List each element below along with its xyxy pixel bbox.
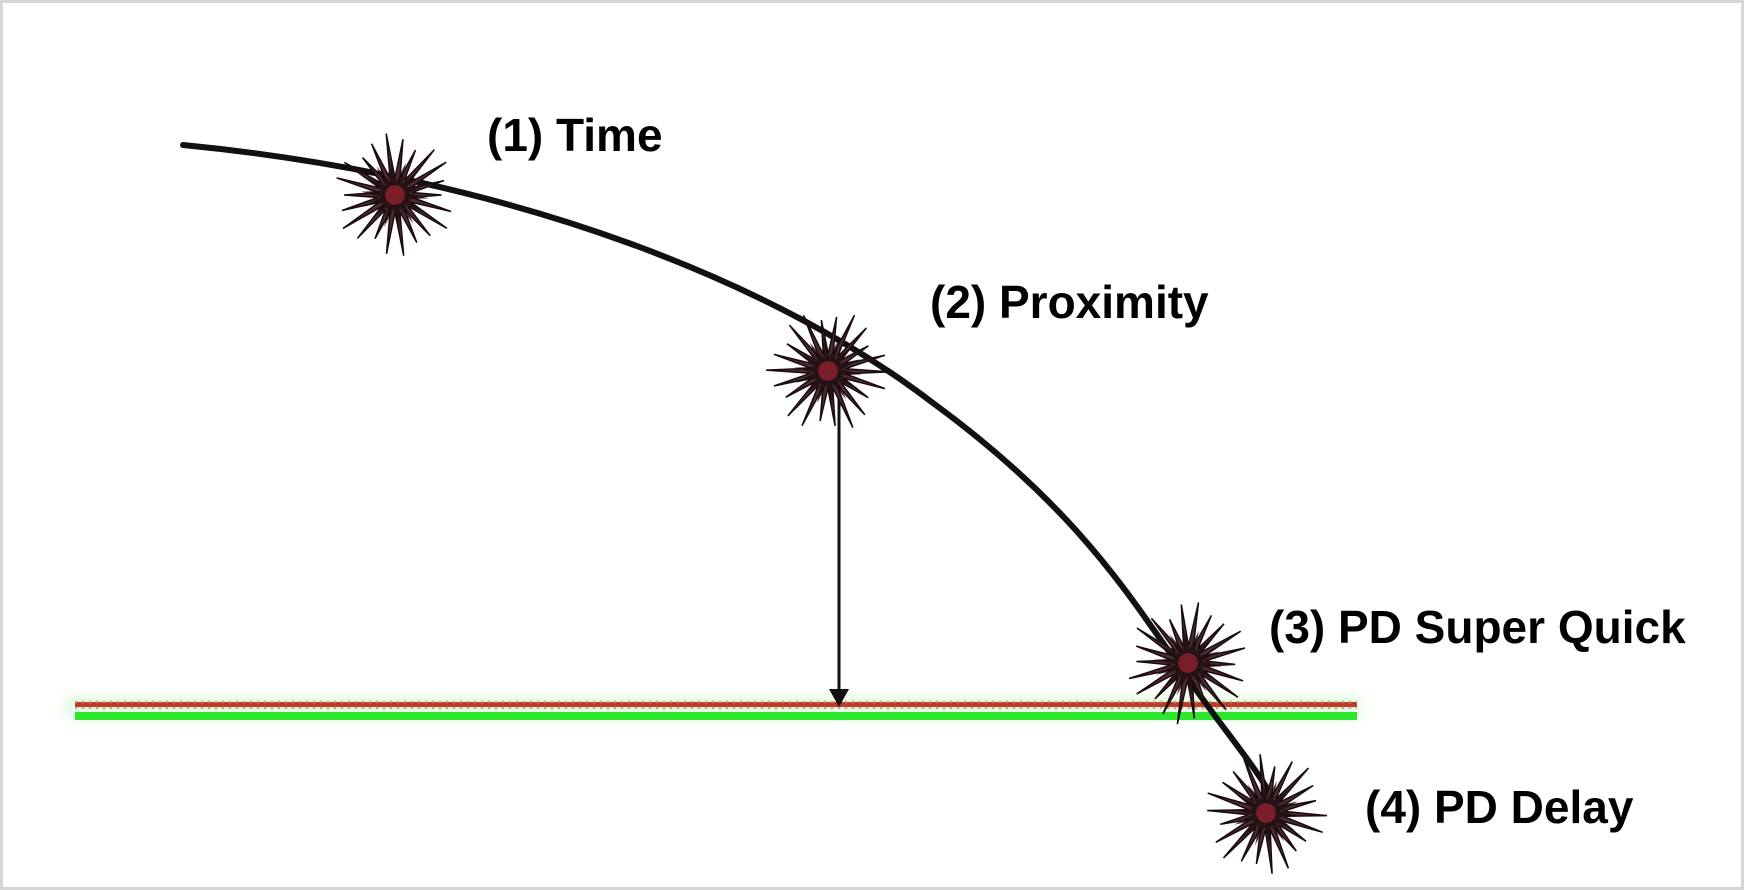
proximity-height-arrow — [829, 387, 849, 707]
label-pd-delay: (4) PD Delay — [1365, 781, 1634, 833]
burst-core — [1256, 803, 1276, 823]
label-proximity: (2) Proximity — [930, 276, 1209, 328]
label-pd-super-quick: (3) PD Super Quick — [1269, 601, 1686, 653]
burst-core — [1178, 653, 1198, 673]
burst-time — [337, 134, 451, 256]
burst-core — [385, 185, 405, 205]
ground-line-green — [75, 712, 1357, 720]
burst-pd-delay — [1207, 754, 1327, 874]
ground-line-dots — [75, 700, 1357, 709]
label-time: (1) Time — [487, 109, 663, 161]
fuze-function-diagram: (1) Time (2) Proximity (3) PD Super Quic… — [3, 3, 1741, 887]
burst-core — [818, 361, 838, 381]
diagram-canvas: (1) Time (2) Proximity (3) PD Super Quic… — [3, 3, 1741, 887]
